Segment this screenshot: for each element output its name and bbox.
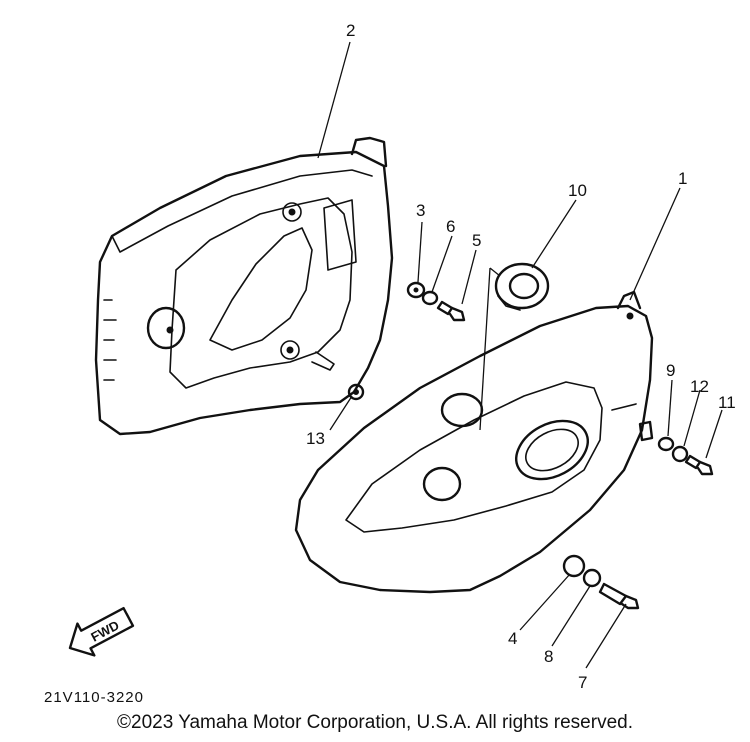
part-code: 21V110-3220 bbox=[44, 689, 144, 706]
part-13-grommet bbox=[347, 383, 365, 401]
callout-9: 9 bbox=[666, 361, 675, 380]
part-11-bolt bbox=[684, 454, 714, 476]
part-9-washer bbox=[657, 436, 675, 452]
part-12-lock-washer bbox=[671, 445, 689, 463]
callout-12: 12 bbox=[690, 377, 709, 396]
fwd-arrow: FWD bbox=[68, 606, 135, 657]
callout-6: 6 bbox=[446, 217, 455, 236]
part-6-lock-washer bbox=[421, 290, 439, 306]
callout-2: 2 bbox=[346, 21, 355, 40]
callout-1: 1 bbox=[678, 169, 687, 188]
callout-3: 3 bbox=[416, 201, 425, 220]
callout-numbers: 1 2 3 4 5 6 7 8 9 10 11 12 13 bbox=[306, 21, 736, 692]
part-2-inner-cover bbox=[94, 136, 394, 436]
callout-7: 7 bbox=[578, 673, 587, 692]
callout-5: 5 bbox=[472, 231, 481, 250]
copyright-notice: ©2023 Yamaha Motor Corporation, U.S.A. A… bbox=[117, 712, 633, 733]
callout-8: 8 bbox=[544, 647, 553, 666]
callout-13: 13 bbox=[306, 429, 325, 448]
part-10-seal bbox=[494, 262, 550, 311]
part-1-outer-cover bbox=[294, 290, 654, 594]
part-8-lock-washer bbox=[582, 568, 602, 588]
callout-10: 10 bbox=[568, 181, 587, 200]
part-4-washer bbox=[562, 554, 586, 578]
part-3-washer bbox=[406, 281, 426, 299]
part-7-bolt bbox=[598, 582, 640, 610]
callout-11: 11 bbox=[718, 393, 736, 412]
part-5-bolt bbox=[436, 300, 466, 322]
callout-4: 4 bbox=[508, 629, 517, 648]
leader-lines bbox=[317, 41, 723, 669]
